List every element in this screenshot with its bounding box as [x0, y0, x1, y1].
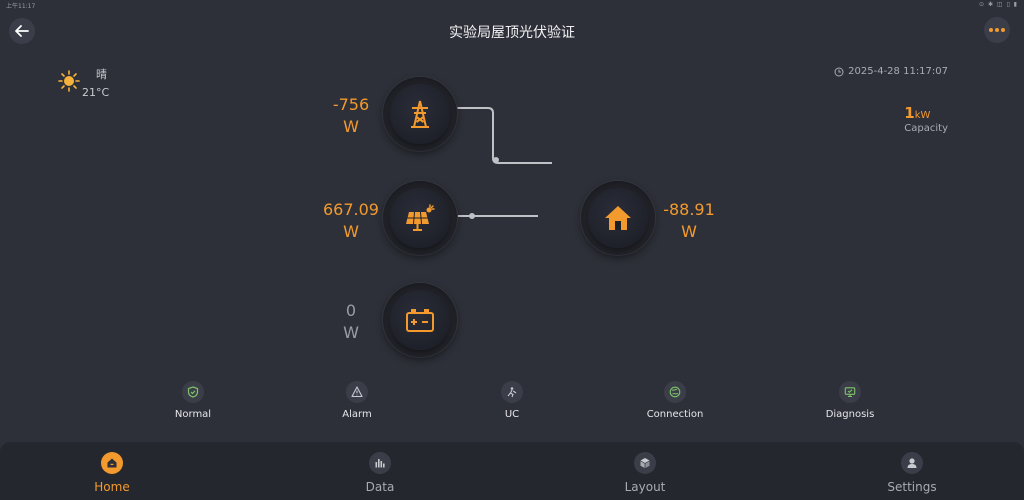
- status-icons: ⊙ ✱ ◫ ▯ ▮: [979, 1, 1018, 8]
- more-button[interactable]: [984, 17, 1010, 43]
- solar-unit: W: [343, 222, 359, 241]
- page-title: 实验局屋顶光伏验证: [449, 25, 575, 41]
- status-normal-label: Normal: [174, 409, 212, 420]
- status-diagnosis[interactable]: Diagnosis: [810, 381, 890, 420]
- nav-settings[interactable]: Settings: [862, 452, 962, 494]
- home-icon: [107, 458, 117, 468]
- battery-unit: W: [343, 323, 359, 342]
- power-tower-icon: [411, 100, 429, 128]
- more-dots-icon: [989, 28, 1005, 32]
- status-diagnosis-label: Diagnosis: [825, 409, 875, 420]
- capacity-label: Capacity: [904, 123, 948, 134]
- status-uc-label: UC: [504, 409, 520, 420]
- warning-icon: [351, 386, 363, 398]
- monitor-check-icon: [844, 387, 856, 398]
- user-icon: [907, 458, 917, 468]
- bar-chart-icon: [375, 459, 385, 468]
- battery-node[interactable]: [383, 283, 457, 357]
- shield-check-icon: [187, 386, 199, 398]
- sun-icon: [58, 70, 80, 92]
- grid-unit: W: [343, 117, 359, 136]
- home-power-reading: -88.91 W: [656, 199, 722, 243]
- capacity-unit: kW: [914, 110, 931, 121]
- solar-power-reading: 667.09 W: [318, 199, 384, 243]
- arrow-left-icon: [15, 25, 29, 37]
- capacity-widget: 1kW Capacity: [904, 103, 948, 134]
- nav-home[interactable]: Home: [62, 452, 162, 494]
- back-button[interactable]: [9, 18, 35, 44]
- datetime-text: 2025-4-28 11:17:07: [848, 66, 948, 77]
- status-alarm[interactable]: Alarm: [317, 381, 397, 420]
- status-uc[interactable]: UC: [472, 381, 552, 420]
- home-unit: W: [681, 222, 697, 241]
- status-alarm-label: Alarm: [342, 409, 372, 420]
- status-connection[interactable]: Connection: [635, 381, 715, 420]
- nav-data-label: Data: [365, 480, 395, 494]
- bottom-navigation: Home Data Layout: [0, 442, 1024, 500]
- home-node[interactable]: [581, 181, 655, 255]
- battery-value: 0: [345, 301, 357, 320]
- status-bar: 上午11:17 ⊙ ✱ ◫ ▯ ▮: [0, 0, 1024, 10]
- house-icon: [605, 206, 631, 230]
- status-normal[interactable]: Normal: [153, 381, 233, 420]
- energy-flow-lines: [456, 107, 552, 219]
- grid-power-reading: -756 W: [320, 94, 382, 138]
- grid-value: -756: [332, 95, 370, 114]
- battery-power-reading: 0 W: [320, 300, 382, 344]
- datetime: 2025-4-28 11:17:07: [834, 66, 948, 77]
- solar-node[interactable]: [383, 181, 457, 255]
- home-value: -88.91: [663, 200, 715, 219]
- grid-node[interactable]: [383, 77, 457, 151]
- status-connection-label: Connection: [646, 409, 704, 420]
- nav-layout[interactable]: Layout: [595, 452, 695, 494]
- nav-layout-label: Layout: [624, 480, 666, 494]
- clock-icon: [834, 67, 844, 76]
- nav-settings-label: Settings: [887, 480, 937, 494]
- nav-home-label: Home: [94, 480, 130, 494]
- cube-icon: [640, 458, 650, 468]
- globe-icon: [669, 386, 681, 398]
- solar-panel-icon: [406, 204, 435, 231]
- weather-condition: 晴: [96, 68, 107, 81]
- uc-icon: [507, 387, 517, 398]
- weather-temperature: 21°C: [82, 86, 110, 99]
- solar-value: 667.09: [323, 200, 379, 219]
- capacity-value: 1: [904, 104, 915, 122]
- battery-icon: [406, 309, 434, 332]
- status-time: 上午11:17: [6, 3, 36, 10]
- nav-data[interactable]: Data: [330, 452, 430, 494]
